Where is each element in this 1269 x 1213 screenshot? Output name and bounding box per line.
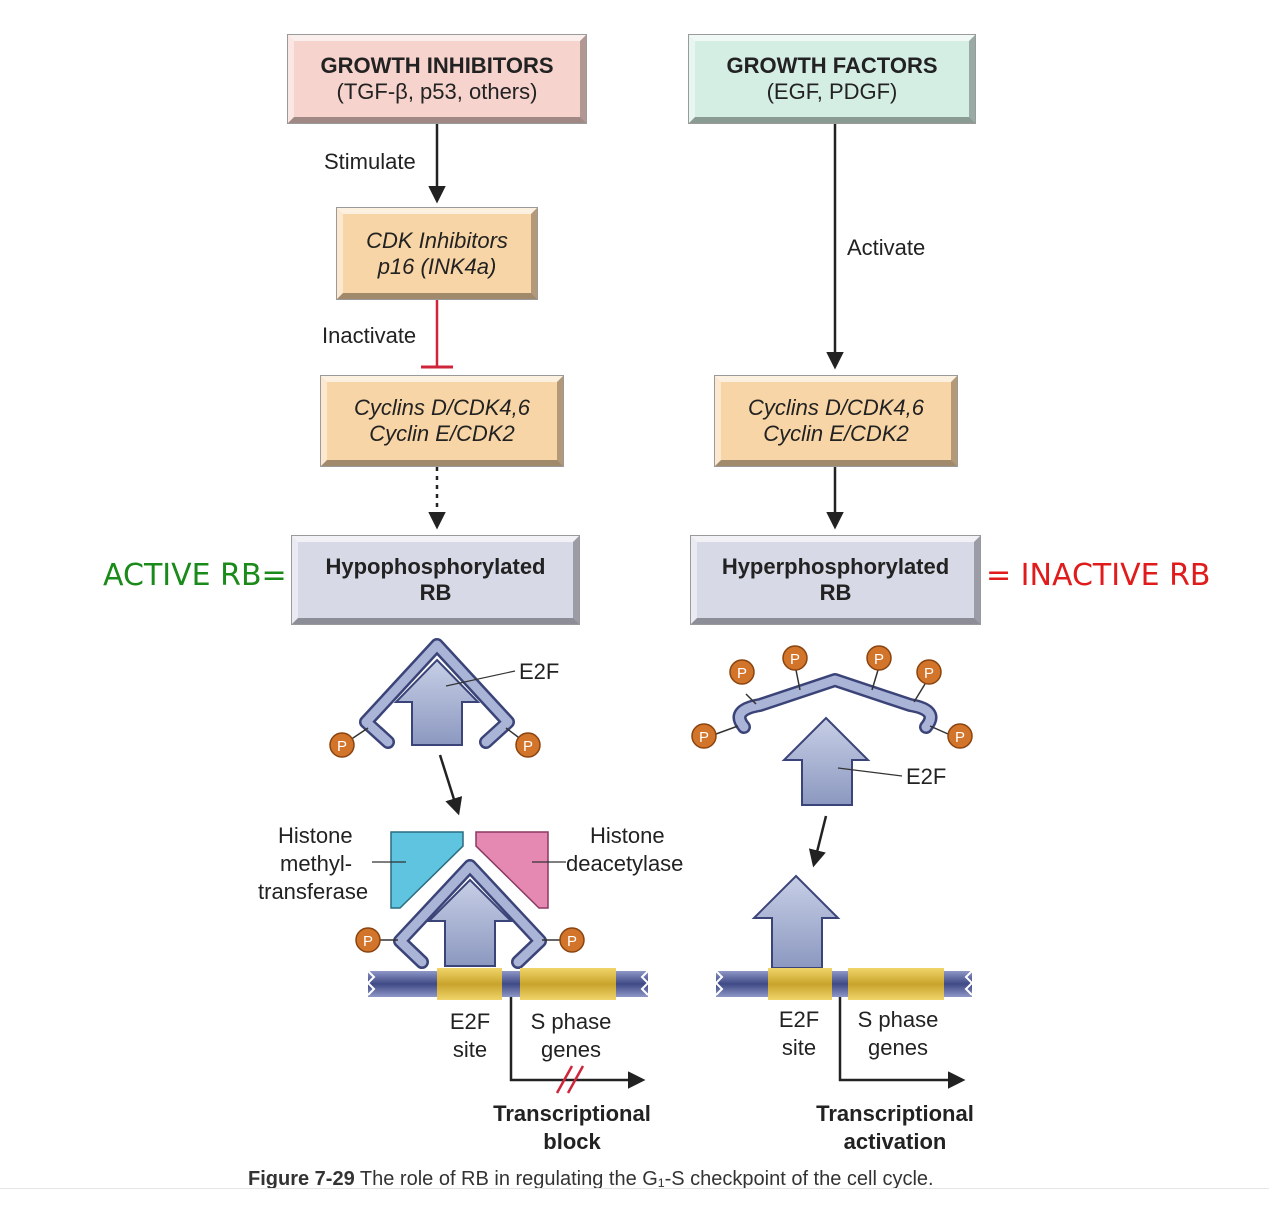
svg-text:P: P [737, 665, 747, 682]
cdk-inhibitors-line1: CDK Inhibitors [366, 227, 508, 253]
inactive-rb-label: = INACTIVE RB [986, 558, 1211, 593]
e2f-protein-on-dna-right [751, 874, 841, 969]
svg-text:E2F: E2F [519, 659, 559, 684]
left-cyclins-line1: Cyclins D/CDK4,6 [353, 395, 531, 420]
e2f-protein-free [781, 716, 871, 806]
e2f-label-right: E2F [837, 764, 946, 789]
svg-text:P: P [790, 651, 800, 668]
figure-number: Figure 7-29 [248, 1168, 355, 1190]
right-cyclins-line1: Cyclins D/CDK4,6 [747, 395, 925, 420]
svg-text:P: P [924, 665, 934, 682]
figure-caption: Figure 7-29 The role of RB in regulating… [248, 1168, 934, 1191]
stimulate-label: Stimulate [324, 149, 416, 174]
svg-text:E2F: E2F [906, 764, 946, 789]
svg-text:P: P [363, 933, 373, 950]
transcriptional-block-label: Transcriptional block [493, 1101, 651, 1154]
phosphate-group: P [916, 659, 942, 685]
e2f-protein-bound-top [393, 658, 481, 746]
growth-inhibitors-examples: (TGF-β, p53, others) [336, 79, 538, 104]
svg-text:P: P [699, 729, 709, 746]
phosphate-group: P [782, 645, 808, 671]
hypophosphorylated-rb-box: Hypophosphorylated RB [292, 536, 579, 624]
hyperphosphorylated-rb-box: Hyperphosphorylated RB [691, 536, 980, 624]
phosphate-group: P [355, 927, 381, 953]
e2f-protein-on-dna-left [426, 878, 514, 967]
phosphate-group: P [866, 645, 892, 671]
left-cyclins-line2: Cyclin E/CDK2 [369, 421, 515, 446]
s-phase-genes-label-left: S phase genes [530, 1009, 612, 1062]
rb-protein-on-dna-left [380, 859, 560, 969]
transcription-arrow-right [838, 997, 966, 1089]
cdk-inhibitors-box: CDK Inhibitors p16 (INK4a) [337, 208, 537, 299]
dna-strand-right [714, 968, 974, 1000]
svg-text:P: P [874, 651, 884, 668]
growth-factors-box: GROWTH FACTORS (EGF, PDGF) [689, 35, 975, 123]
svg-text:P: P [523, 738, 533, 755]
dna-strand-left [366, 968, 650, 1000]
s-phase-genes-label-right: S phase genes [857, 1007, 939, 1060]
rb-protein-hyper [715, 669, 949, 735]
hypophosphorylated-rb-line2: RB [419, 580, 452, 605]
histone-methyltransferase-label: Histone methyl- transferase [258, 823, 369, 904]
svg-text:P: P [567, 933, 577, 950]
divider [0, 1188, 1269, 1189]
left-down-arrow [438, 754, 463, 816]
e2f-label-left-top: E2F [445, 659, 559, 687]
activate-label: Activate [847, 235, 926, 260]
growth-inhibitors-title: GROWTH INHIBITORS [320, 53, 554, 78]
e2f-site-label-right: E2F site [778, 1007, 820, 1060]
right-cyclins-box: Cyclins D/CDK4,6 Cyclin E/CDK2 [715, 376, 957, 466]
cdk-inhibitors-line2: p16 (INK4a) [377, 253, 497, 279]
transcriptional-activation-label: Transcriptional activation [816, 1101, 974, 1154]
phosphate-group: P [559, 927, 585, 953]
svg-text:P: P [955, 729, 965, 746]
phosphate-group: P [947, 723, 973, 749]
active-rb-label: ACTIVE RB= [103, 558, 287, 593]
growth-factors-title: GROWTH FACTORS [726, 53, 938, 78]
growth-factors-examples: (EGF, PDGF) [766, 79, 898, 104]
hypophosphorylated-rb-line1: Hypophosphorylated [325, 554, 546, 579]
svg-text:P: P [337, 738, 347, 755]
histone-deacetylase-shape [475, 831, 549, 909]
growth-inhibitors-box: GROWTH INHIBITORS (TGF-β, p53, others) [288, 35, 586, 123]
left-cyclins-box: Cyclins D/CDK4,6 Cyclin E/CDK2 [321, 376, 563, 466]
phosphate-group: P [691, 723, 717, 749]
e2f-site-label-left: E2F site [449, 1009, 491, 1062]
figure-caption-text: The role of RB in regulating the G₁-S ch… [354, 1168, 934, 1190]
phosphate-group: P [329, 732, 355, 758]
phosphate-group: P [729, 659, 755, 685]
histone-deacetylase-label: Histone deacetylase [566, 823, 684, 876]
histone-methyltransferase-shape [390, 831, 464, 909]
right-down-arrow [808, 815, 828, 868]
inactivate-inhibition-line [421, 300, 453, 369]
rb-protein-hypo-top [349, 638, 523, 749]
transcription-arrow-left [509, 997, 646, 1094]
inactivate-label: Inactivate [322, 323, 417, 348]
hyperphosphorylated-rb-line2: RB [819, 580, 852, 605]
phosphate-group: P [515, 732, 541, 758]
right-cyclins-line2: Cyclin E/CDK2 [763, 421, 909, 446]
hyperphosphorylated-rb-line1: Hyperphosphorylated [721, 554, 950, 579]
